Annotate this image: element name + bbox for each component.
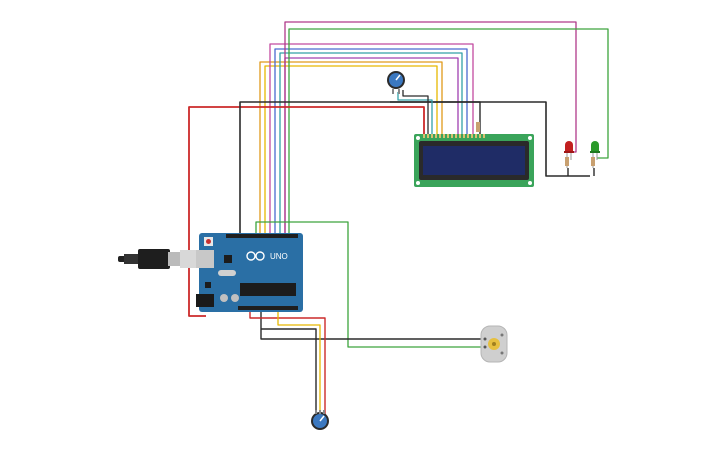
arduino-uno-board[interactable]: UNO: [196, 233, 303, 312]
wire-gnd-black[interactable]: [239, 101, 590, 236]
wire-lcd-yellow[interactable]: [264, 65, 438, 236]
potentiometer-bottom[interactable]: [311, 410, 329, 430]
wire-pot-bottom-black[interactable]: [261, 328, 317, 414]
wire-lcd-blue[interactable]: [274, 48, 468, 236]
led-green-resistor[interactable]: [591, 157, 595, 166]
wire-lcd-orange[interactable]: [259, 61, 443, 236]
wire-led-green-signal[interactable]: [288, 28, 609, 236]
lcd-display[interactable]: [414, 122, 534, 187]
wire-pot-top-gnd[interactable]: [402, 90, 429, 134]
wire-led-red-signal[interactable]: [284, 21, 577, 236]
wire-pot-bottom-yellow[interactable]: [277, 311, 321, 414]
wires: [188, 21, 609, 414]
lcd-backlight-resistor[interactable]: [476, 122, 480, 132]
wire-lcd-teal[interactable]: [279, 52, 463, 236]
led-red-resistor[interactable]: [565, 157, 569, 166]
wire-pot-bottom-red[interactable]: [249, 311, 326, 414]
wire-lcd-pink[interactable]: [269, 43, 474, 236]
wire-5v-red[interactable]: [188, 106, 425, 317]
led-red[interactable]: [564, 141, 574, 168]
wire-motor-ground[interactable]: [260, 311, 482, 340]
arduino-logo-icon: [246, 251, 265, 261]
wire-pot-top-wiper[interactable]: [397, 92, 433, 134]
dc-motor[interactable]: [480, 325, 508, 363]
wire-motor-signal[interactable]: [255, 221, 482, 348]
lcd-header-pins: [423, 134, 485, 138]
potentiometer-top[interactable]: [387, 71, 405, 94]
led-green[interactable]: [590, 141, 600, 168]
wire-led-ground[interactable]: [567, 168, 595, 176]
board-model-label: UNO: [270, 252, 288, 261]
